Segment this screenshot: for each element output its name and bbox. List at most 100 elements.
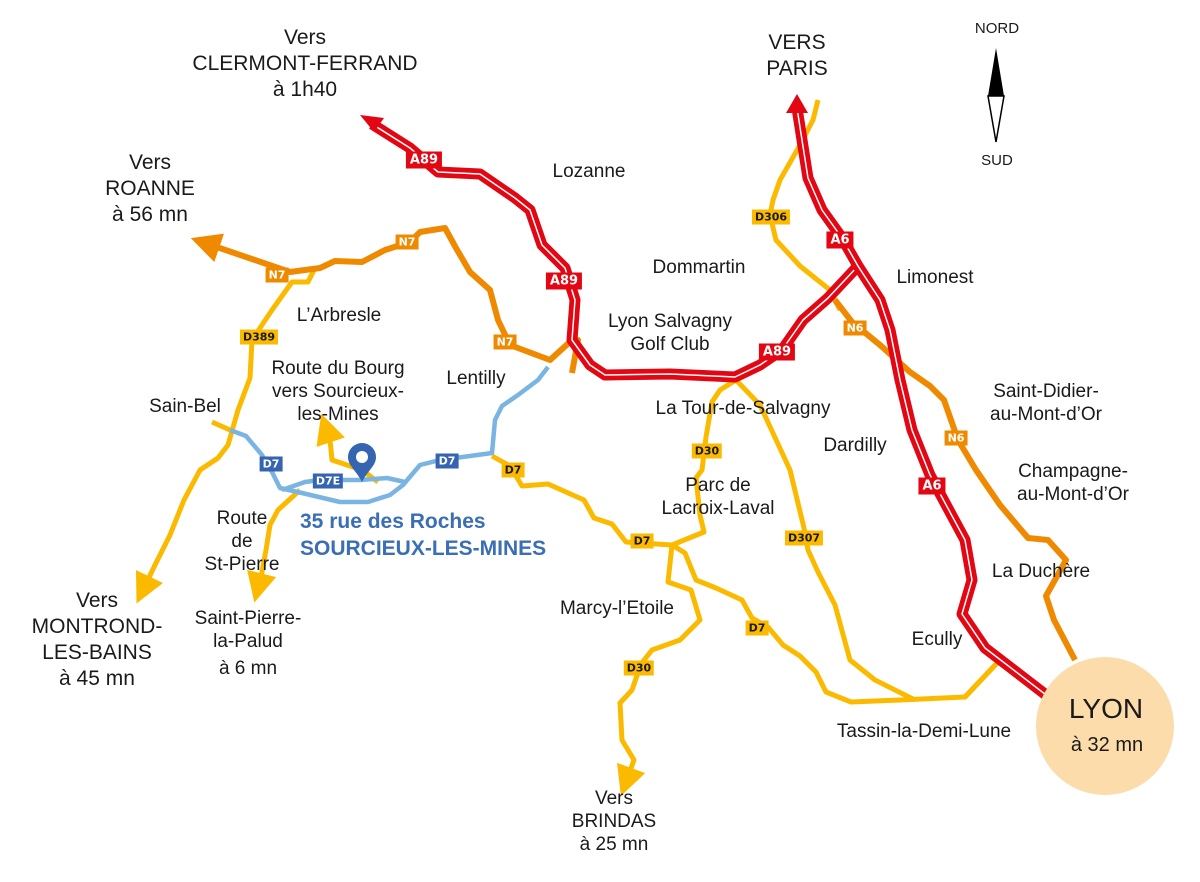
badge-d30: D30 <box>691 443 723 459</box>
badge-d7: D7 <box>745 620 769 636</box>
badge-d7e: D7E <box>312 473 344 489</box>
badge-d307: D307 <box>784 530 824 546</box>
dest-montrond-line2: MONTROND- <box>31 615 163 638</box>
dest-brindas-line1: Vers <box>594 788 634 809</box>
badge-a89: A89 <box>758 343 796 361</box>
place-parc-line1: Parc de <box>685 475 751 496</box>
place-golf: Lyon Salvagny Golf Club <box>608 310 732 356</box>
road-d7-blue <box>229 365 550 505</box>
lyon-circle <box>1036 657 1174 795</box>
badge-d7: D7 <box>501 462 525 478</box>
location-pin-icon <box>348 443 376 482</box>
place-larbresle: L’Arbresle <box>296 305 382 326</box>
dest-roanne-line2: ROANNE <box>105 177 195 200</box>
place-ecully: Ecully <box>911 629 963 650</box>
place-champ-line1: Champagne- <box>1018 461 1128 482</box>
road-n7 <box>190 225 581 374</box>
badge-d7-blue: D7 <box>435 453 459 469</box>
compass-icon <box>987 48 1005 143</box>
place-champagne: Champagne- au-Mont-d’Or <box>1017 460 1129 506</box>
departementale-roads <box>135 99 1000 797</box>
road-d7-marcy <box>617 544 703 797</box>
dest-clermont-line2: CLERMONT-FERRAND <box>192 52 418 75</box>
place-dardilly: Dardilly <box>823 435 887 456</box>
badge-d7: D7 <box>630 533 654 549</box>
badge-n7: N7 <box>265 267 289 283</box>
place-golf-line1: Lyon Salvagny <box>608 311 732 332</box>
badge-n6: N6 <box>843 320 867 336</box>
place-la-duchere: La Duchère <box>991 561 1091 582</box>
place-parc-line2: Lacroix-Laval <box>661 498 775 519</box>
badge-d389: D389 <box>239 329 279 345</box>
badge-a89: A89 <box>545 272 583 290</box>
dest-saint-pierre-line2: la-Palud <box>213 631 283 652</box>
road-st-pierre <box>247 488 302 603</box>
dest-saint-pierre-line1: Saint-Pierre- <box>194 608 302 629</box>
lyon-time: à 32 mn <box>1070 734 1144 756</box>
road-d7e <box>281 475 406 493</box>
dest-clermont: Vers CLERMONT-FERRAND à 1h40 <box>192 25 417 103</box>
dest-paris-line2: PARIS <box>766 57 828 80</box>
compass-north-label: NORD <box>974 20 1020 37</box>
road-ecully-link <box>963 660 1000 699</box>
place-champ-line2: au-Mont-d’Or <box>1017 484 1129 505</box>
place-didier-line1: Saint-Didier- <box>993 381 1099 402</box>
badge-d7-blue: D7 <box>259 456 283 472</box>
dest-paris-line1: VERS <box>768 31 826 54</box>
dest-roanne-line3: à 56 mn <box>112 203 188 226</box>
road-d306 <box>767 99 843 312</box>
place-bourg-line1: Route du Bourg <box>271 358 405 379</box>
dest-roanne-line1: Vers <box>128 151 172 174</box>
place-route-st-pierre: Route de St-Pierre <box>205 507 280 576</box>
badge-n7: N7 <box>493 334 517 350</box>
badge-a6: A6 <box>826 231 854 249</box>
address-street: 35 rue des Roches <box>300 510 486 533</box>
dest-clermont-line1: Vers <box>283 26 327 49</box>
badge-a6: A6 <box>918 477 946 495</box>
badge-a89: A89 <box>405 151 443 169</box>
badge-d30: D30 <box>623 660 655 676</box>
dest-montrond-line3: LES-BAINS <box>42 641 152 664</box>
place-saint-didier: Saint-Didier- au-Mont-d’Or <box>990 380 1102 426</box>
place-stpierre-line1: Route <box>216 508 268 529</box>
badge-d306: D306 <box>751 209 791 225</box>
badge-n6: N6 <box>944 430 968 446</box>
dest-paris: VERS PARIS <box>766 30 827 82</box>
place-la-tour: La Tour-de-Salvagny <box>655 398 831 419</box>
place-tassin: Tassin-la-Demi-Lune <box>836 721 1012 742</box>
dest-saint-pierre: Saint-Pierre- la-Palud à 6 mn <box>195 607 302 680</box>
place-bourg-line3: les-Mines <box>297 404 379 425</box>
place-didier-line2: au-Mont-d’Or <box>990 404 1102 425</box>
road-d389 <box>135 266 318 604</box>
address-town: SOURCIEUX-LES-MINES <box>300 537 547 560</box>
road-d30 <box>671 377 738 548</box>
place-stpierre-line2: de <box>231 531 253 552</box>
a89-arrow-head <box>360 115 384 132</box>
a6-north-arrow-head <box>786 94 808 113</box>
place-lozanne: Lozanne <box>552 161 626 182</box>
place-golf-line2: Golf Club <box>630 334 710 355</box>
place-limonest: Limonest <box>896 267 974 288</box>
badge-n7: N7 <box>395 234 419 250</box>
place-dommartin: Dommartin <box>652 257 746 278</box>
place-route-du-bourg: Route du Bourg vers Sourcieux- les-Mines <box>271 357 404 426</box>
dest-saint-pierre-line3: à 6 mn <box>218 658 278 679</box>
dest-montrond: Vers MONTROND- LES-BAINS à 45 mn <box>32 588 163 692</box>
dest-montrond-line1: Vers <box>75 589 119 612</box>
road-du-bourg <box>316 413 380 484</box>
dest-brindas-line2: BRINDAS <box>571 811 657 832</box>
dest-roanne: Vers ROANNE à 56 mn <box>105 150 195 228</box>
road-d307 <box>734 378 917 703</box>
place-parc-lacroix: Parc de Lacroix-Laval <box>662 474 775 520</box>
dest-brindas: Vers BRINDAS à 25 mn <box>572 787 656 856</box>
place-sain-bel: Sain-Bel <box>149 396 221 417</box>
address-label: 35 rue des Roches SOURCIEUX-LES-MINES <box>300 508 546 562</box>
place-stpierre-line3: St-Pierre <box>204 554 280 575</box>
place-bourg-line2: vers Sourcieux- <box>272 381 404 402</box>
dest-clermont-line3: à 1h40 <box>272 78 338 101</box>
compass-south-label: SUD <box>981 152 1013 169</box>
place-marcy: Marcy-l’Etoile <box>559 598 675 619</box>
road-sainbel-spur <box>210 419 232 433</box>
dest-montrond-line4: à 45 mn <box>59 667 135 690</box>
